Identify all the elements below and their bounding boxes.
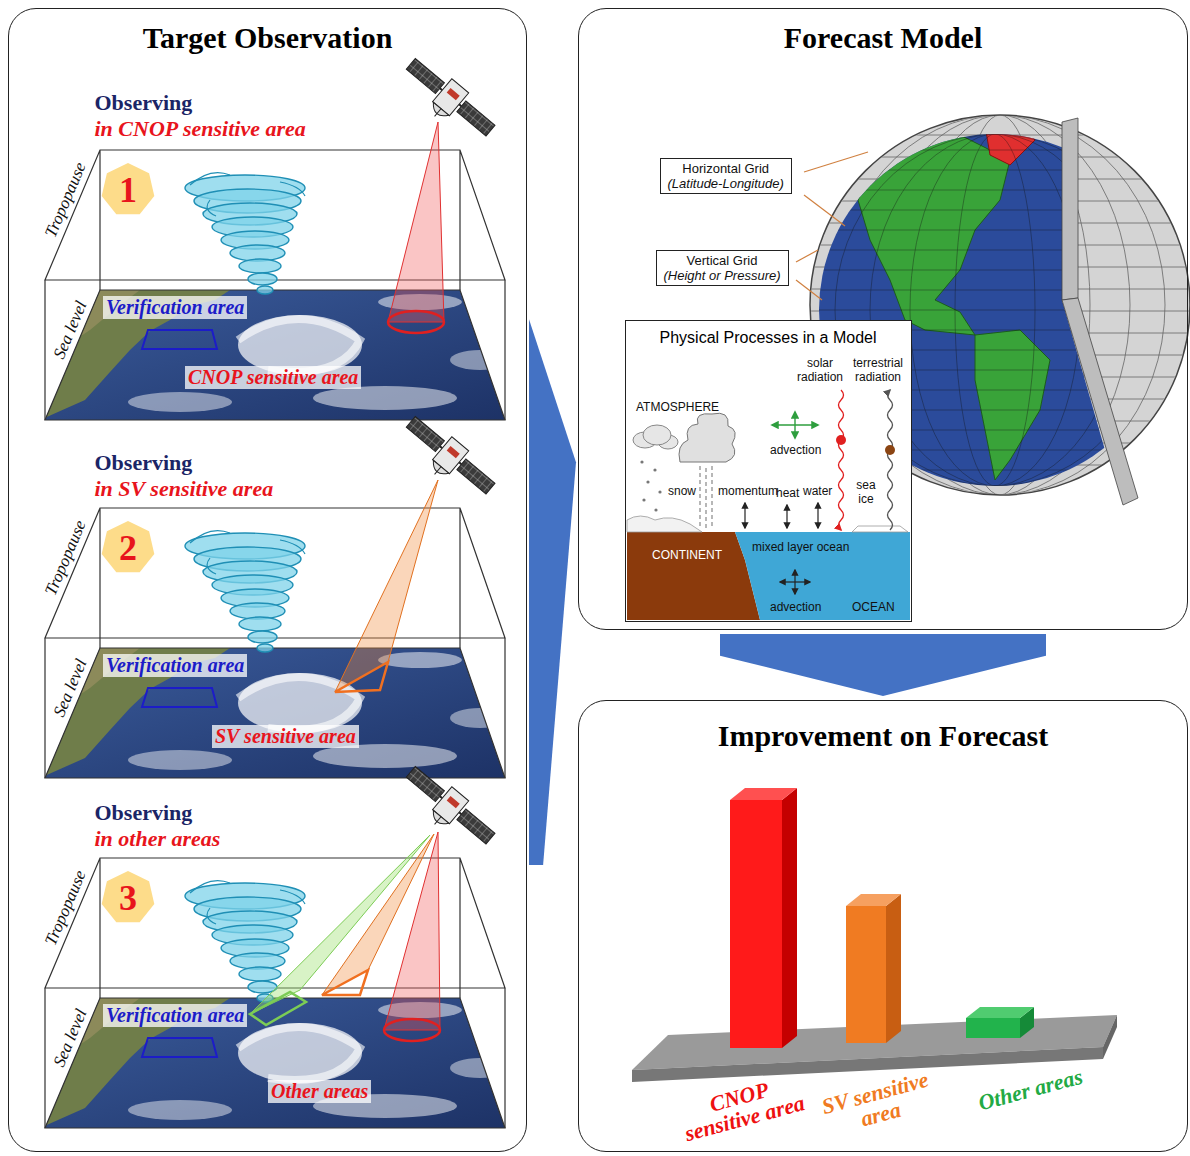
grid-label: (Latitude-Longitude) (668, 176, 784, 191)
process-label: sea ice (854, 478, 878, 506)
process-label: terrestrial radiation (849, 356, 907, 384)
scene-heading: in CNOP sensitive area (95, 116, 510, 142)
process-label: CONTINENT (652, 548, 722, 562)
scene-heading: Observing (95, 450, 510, 476)
level-label: Tropopause (41, 867, 91, 948)
bar-label: Other areas (975, 1064, 1085, 1117)
process-label: advection (770, 600, 821, 614)
panel-title: Forecast Model (579, 21, 1187, 55)
process-label: water (803, 484, 832, 498)
bar-label: CNOP sensitive area (674, 1070, 811, 1146)
grid-label-box: Vertical Grid(Height or Pressure) (656, 250, 789, 286)
level-label: Tropopause (41, 159, 91, 240)
grid-label: Vertical Grid (664, 253, 781, 268)
area-label: Other areas (268, 1080, 371, 1103)
process-label: ATMOSPHERE (636, 400, 719, 414)
process-label: solar radiation (792, 356, 848, 384)
area-label: Verification area (103, 654, 247, 677)
panel-title: Target Observation (9, 21, 526, 55)
grid-label-box: Horizontal Grid(Latitude-Longitude) (660, 158, 792, 194)
area-label: CNOP sensitive area (185, 366, 361, 389)
scene-heading: in SV sensitive area (95, 476, 510, 502)
area-label: Verification area (103, 1004, 247, 1027)
process-label: OCEAN (852, 600, 895, 614)
box-title: Physical Processes in a Model (626, 329, 911, 347)
level-label: Tropopause (41, 517, 91, 598)
flow-arrow (720, 634, 1046, 696)
area-label: SV sensitive area (212, 725, 359, 748)
flow-arrow (529, 319, 576, 865)
callout-number: 1 (119, 169, 137, 211)
area-label: Verification area (103, 296, 247, 319)
grid-label: Horizontal Grid (668, 161, 784, 176)
panel: Target ObservationObservingin CNOP sensi… (8, 8, 527, 1152)
process-label: advection (770, 443, 821, 457)
grid-label: (Height or Pressure) (664, 268, 781, 283)
process-label: heat (776, 486, 799, 500)
callout-number: 3 (119, 877, 137, 919)
scene-heading: Observing (95, 90, 510, 116)
process-label: mixed layer ocean (752, 540, 849, 554)
process-label: momentum (718, 484, 778, 498)
scene-heading: in other areas (95, 826, 510, 852)
scene-heading: Observing (95, 800, 510, 826)
panel: Forecast ModelHorizontal Grid(Latitude-L… (578, 8, 1188, 630)
process-label: snow (668, 484, 696, 498)
callout-number: 2 (119, 527, 137, 569)
panel-title: Improvement on Forecast (579, 719, 1187, 753)
bar-label: SV sensitive area (810, 1066, 947, 1142)
